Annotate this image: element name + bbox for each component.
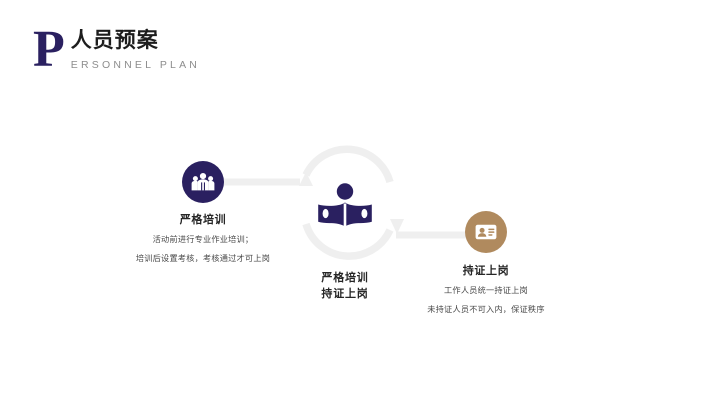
cycle-ring-icon (299, 145, 404, 260)
page-header: P 人员预案 ERSONNEL PLAN (33, 21, 200, 78)
center-icon-area (285, 152, 405, 264)
node-certified-desc-line1: 工作人员统一持证上岗 (444, 286, 528, 295)
group-people-icon (191, 173, 215, 191)
node-certified-on-duty[interactable]: 持证上岗 工作人员统一持证上岗 未持证人员不可入内，保证秩序 (391, 211, 581, 316)
person-reading-book-icon (318, 183, 372, 227)
id-badge-icon (475, 224, 497, 240)
node-training-desc-line1: 活动前进行专业作业培训； (152, 235, 254, 244)
node-training-desc-line2: 培训后设置考核，考核通过才可上岗 (135, 254, 271, 263)
node-center-cycle[interactable]: 严格培训 持证上岗 (285, 152, 405, 302)
header-text-block: 人员预案 ERSONNEL PLAN (71, 24, 200, 72)
node-training-title: 严格培训 (179, 214, 227, 226)
node-certified-desc-line2: 未持证人员不可入内，保证秩序 (427, 305, 545, 314)
page-subtitle: ERSONNEL PLAN (70, 59, 201, 71)
node-center-label: 严格培训 持证上岗 (285, 270, 405, 302)
node-training-bubble (182, 161, 224, 203)
logo-letter-p: P (33, 21, 65, 78)
node-center-label-line2: 持证上岗 (321, 288, 369, 300)
node-certified-title: 持证上岗 (462, 265, 510, 277)
node-strict-training[interactable]: 严格培训 活动前进行专业作业培训； 培训后设置考核，考核通过才可上岗 (108, 161, 298, 265)
page-title: 人员预案 (70, 29, 159, 52)
node-center-label-line1: 严格培训 (321, 272, 369, 284)
node-certified-bubble (465, 211, 507, 253)
